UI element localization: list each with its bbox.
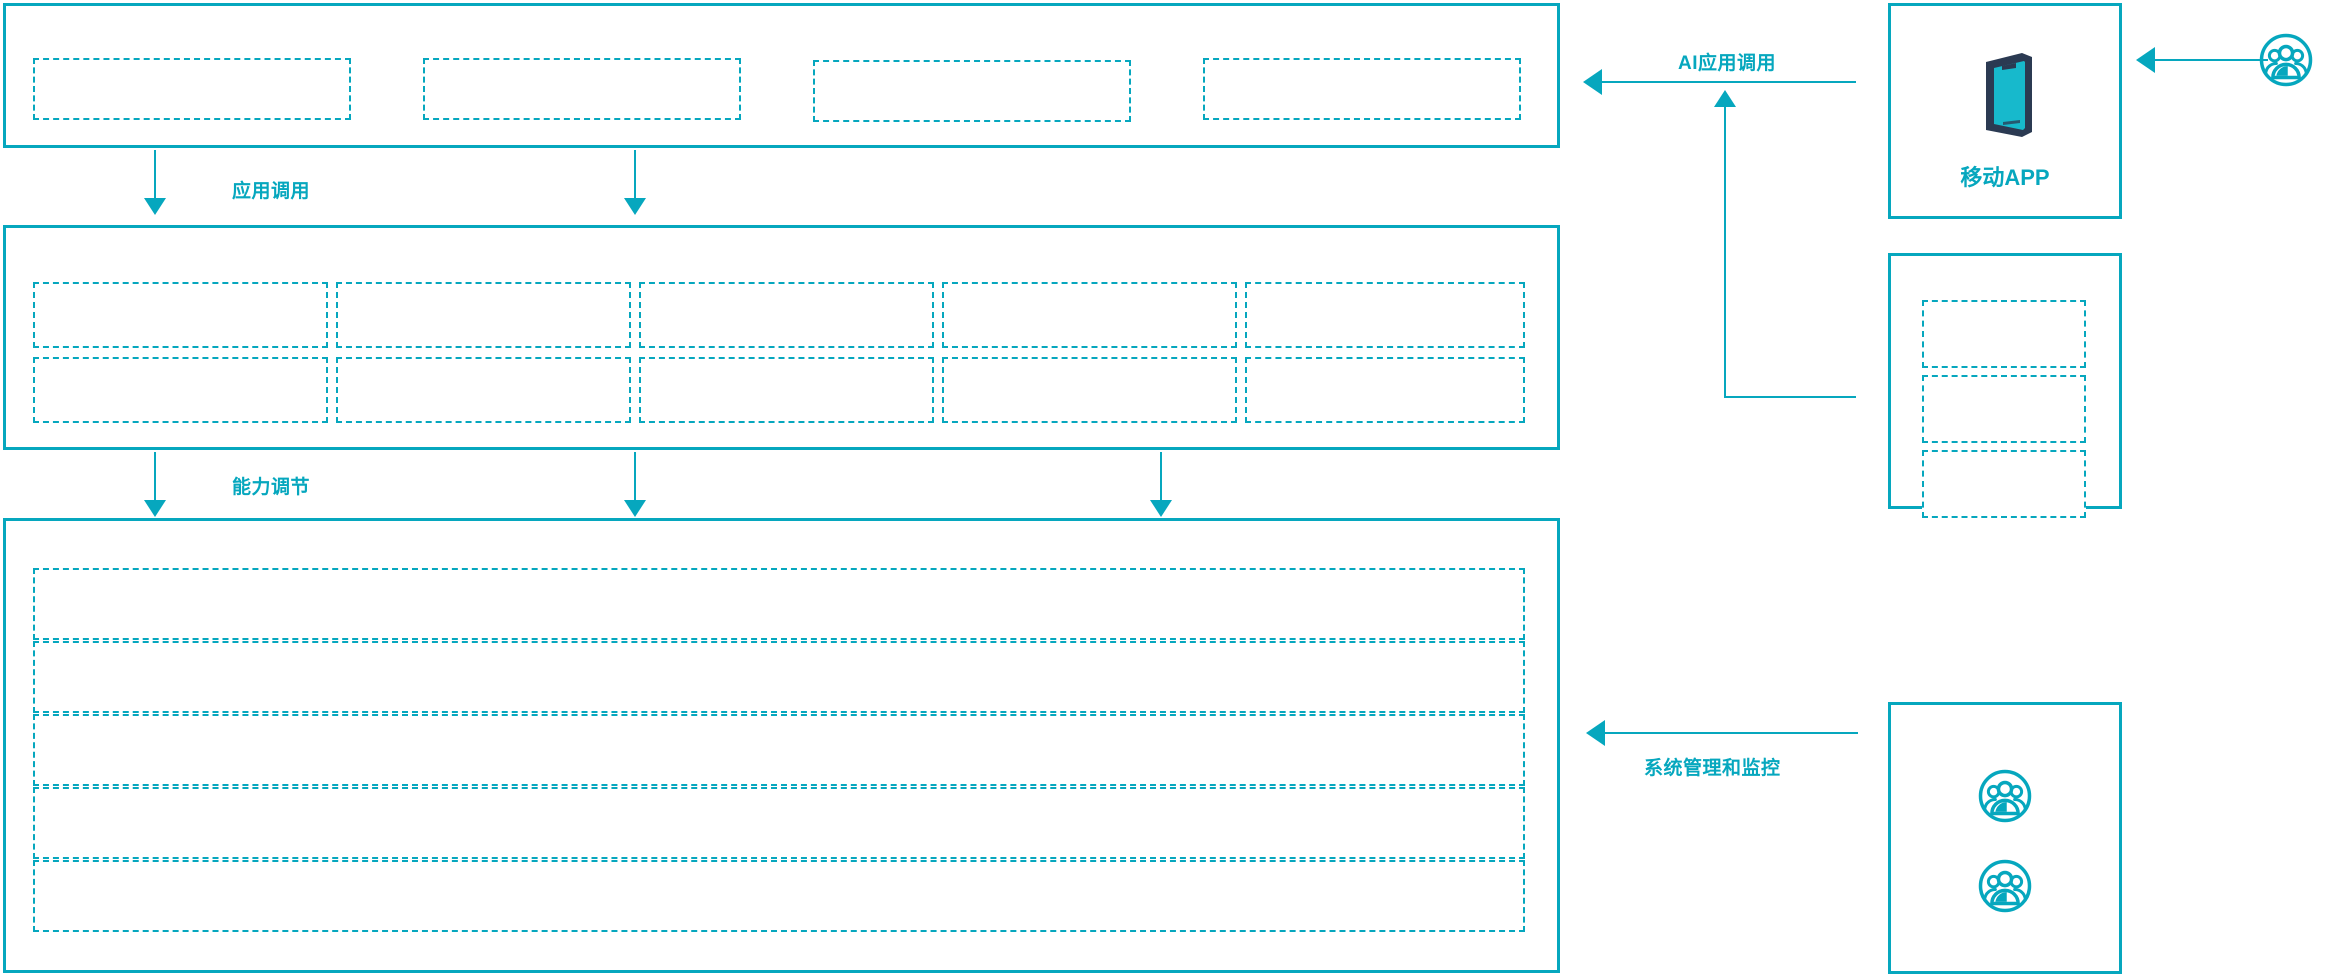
operator-icon-2 <box>1977 858 2033 914</box>
capability-invoke-arrow-head-2 <box>624 500 646 517</box>
ai-app-invoke-arrow-head <box>1583 69 1602 95</box>
end-user-icon <box>2258 32 2314 88</box>
operators-box <box>1888 702 2122 974</box>
system-admin-label: 系统管理和监控 <box>1644 758 1781 779</box>
cap-slot-r2c3[interactable] <box>639 357 934 423</box>
cap-slot-r1c3[interactable] <box>639 282 934 348</box>
app-invoke-arrow-head-2 <box>624 198 646 215</box>
cap-slot-r2c2[interactable] <box>336 357 631 423</box>
capability-invoke-arrow-shaft-3 <box>1160 452 1162 502</box>
ai-app-invoke-riser-head <box>1714 90 1736 107</box>
app-slot-1[interactable] <box>33 58 351 120</box>
app-slot-2[interactable] <box>423 58 741 120</box>
channel-slot-1[interactable] <box>1922 300 2086 368</box>
cap-slot-r1c1[interactable] <box>33 282 328 348</box>
cap-slot-r2c5[interactable] <box>1245 357 1525 423</box>
app-slot-3[interactable] <box>813 60 1131 122</box>
capability-invoke-arrow-head-1 <box>144 500 166 517</box>
ai-app-invoke-label: AI应用调用 <box>1678 53 1777 74</box>
cap-slot-r1c5[interactable] <box>1245 282 1525 348</box>
platform-row-2[interactable] <box>33 641 1525 713</box>
app-slot-4[interactable] <box>1203 58 1521 120</box>
system-admin-arrow-shaft <box>1605 732 1858 734</box>
end-user-arrow-shaft <box>2155 59 2268 61</box>
app-invoke-arrow-shaft-2 <box>634 150 636 200</box>
app-invoke-arrow-shaft-1 <box>154 150 156 200</box>
ai-app-invoke-riser-shaft <box>1724 107 1726 397</box>
channel-slot-2[interactable] <box>1922 375 2086 443</box>
platform-row-3[interactable] <box>33 714 1525 786</box>
platform-row-4[interactable] <box>33 787 1525 859</box>
channel-slot-3[interactable] <box>1922 450 2086 518</box>
end-user-arrow-head <box>2136 47 2155 73</box>
app-invoke-label: 应用调用 <box>232 181 311 202</box>
operator-icon-1 <box>1977 768 2033 824</box>
system-admin-arrow-head <box>1586 720 1605 746</box>
capability-invoke-arrow-shaft-2 <box>634 452 636 502</box>
capability-invoke-arrow-shaft-1 <box>154 452 156 502</box>
capability-invoke-label: 能力调节 <box>232 477 311 498</box>
cap-slot-r2c4[interactable] <box>942 357 1237 423</box>
ai-app-invoke-riser-foot <box>1724 396 1856 398</box>
app-invoke-arrow-head-1 <box>144 198 166 215</box>
capability-invoke-arrow-head-3 <box>1150 500 1172 517</box>
platform-row-5[interactable] <box>33 860 1525 932</box>
cap-slot-r1c2[interactable] <box>336 282 631 348</box>
mobile-app-title: 移动APP <box>1960 165 2050 190</box>
cap-slot-r1c4[interactable] <box>942 282 1237 348</box>
platform-row-1[interactable] <box>33 568 1525 640</box>
mobile-phone-icon <box>1980 48 2038 144</box>
ai-app-invoke-arrow-shaft <box>1602 81 1856 83</box>
cap-slot-r2c1[interactable] <box>33 357 328 423</box>
